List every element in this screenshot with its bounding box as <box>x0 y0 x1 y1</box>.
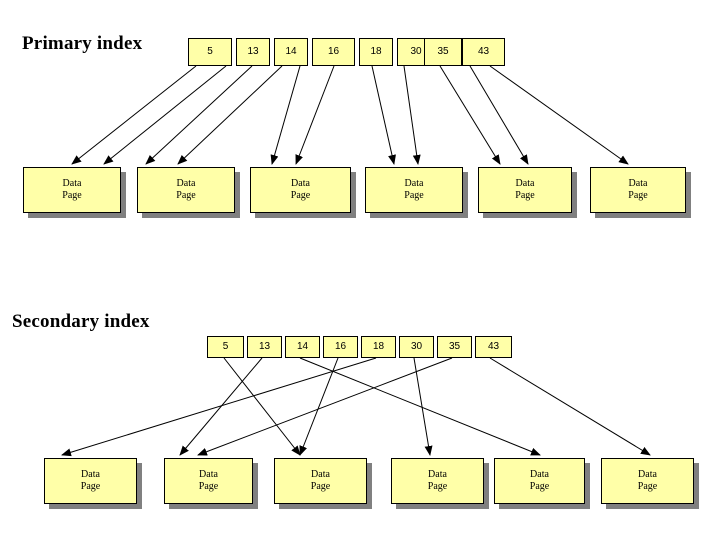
page-label-line2: Page <box>290 190 311 201</box>
page-label-line1: Data <box>404 177 424 189</box>
page-label-line1: Data <box>638 468 657 480</box>
page-label-line1: Data <box>199 468 218 480</box>
secondary-index-arrow <box>179 357 263 456</box>
secondary-index-arrow <box>197 357 453 456</box>
page-label-line1: Data <box>62 177 82 189</box>
page-label-line1: Data <box>530 468 549 480</box>
secondary-index-key-cell[interactable]: 5 <box>207 336 244 358</box>
primary-index-arrow <box>403 65 421 165</box>
primary-index-key-cell[interactable]: 35 <box>424 38 462 66</box>
page-label-line2: Page <box>176 190 196 201</box>
primary-index-key-cell[interactable]: 14 <box>274 38 308 66</box>
secondary-index-arrow <box>489 357 651 456</box>
primary-index-arrow <box>71 65 197 165</box>
page-label-line2: Page <box>427 481 448 492</box>
primary-index-key-cell[interactable]: 13 <box>236 38 270 66</box>
secondary-index-arrows <box>61 357 651 457</box>
secondary-index-key-cell[interactable]: 16 <box>323 336 358 358</box>
secondary-index-key-cell[interactable]: 35 <box>437 336 472 358</box>
primary-index-arrow <box>371 65 396 165</box>
page-label-line1: Data <box>311 468 330 480</box>
page-label-line2: Page <box>80 481 101 492</box>
secondary-index-key-cell[interactable]: 13 <box>247 336 282 358</box>
primary-index-key-cell[interactable]: 16 <box>312 38 355 66</box>
secondary-index-arrow <box>299 357 541 456</box>
page-label-line2: Page <box>310 481 331 492</box>
secondary-index-arrow <box>223 357 301 456</box>
page-label-line2: Page <box>404 190 424 201</box>
primary-index-arrow <box>439 65 501 165</box>
secondary-index-key-cell[interactable]: 18 <box>361 336 396 358</box>
page-label-line1: Data <box>291 177 310 189</box>
secondary-index-title: Secondary index <box>12 311 150 332</box>
secondary-index-arrow <box>299 357 339 456</box>
page-label-line1: Data <box>628 177 648 189</box>
page-label-line2: Page <box>515 190 535 201</box>
primary-index-arrow <box>489 65 629 165</box>
primary-index-arrow <box>469 65 529 165</box>
page-label-line2: Page <box>62 190 82 201</box>
page-label-line2: Page <box>529 481 550 492</box>
secondary-index-key-cell[interactable]: 30 <box>399 336 434 358</box>
primary-index-title: Primary index <box>22 33 143 54</box>
page-label-line1: Data <box>81 468 100 480</box>
page-label-line1: Data <box>176 177 196 189</box>
primary-index-key-cell[interactable]: 5 <box>188 38 232 66</box>
primary-index-arrow <box>145 65 253 165</box>
page-label-line2: Page <box>637 481 658 492</box>
page-label-line2: Page <box>628 190 648 201</box>
primary-index-arrow <box>103 65 227 165</box>
primary-index-arrow <box>270 65 301 165</box>
primary-index-arrows <box>71 65 629 165</box>
secondary-index-arrow <box>61 357 377 457</box>
primary-index-key-cell[interactable]: 18 <box>359 38 393 66</box>
primary-index-key-cell[interactable]: 43 <box>462 38 505 66</box>
secondary-index-key-cell[interactable]: 14 <box>285 336 320 358</box>
page-label-line2: Page <box>198 481 219 492</box>
primary-index-arrow <box>295 65 335 165</box>
page-label-line1: Data <box>428 468 447 480</box>
page-label-line1: Data <box>515 177 535 189</box>
secondary-index-arrow <box>413 357 433 456</box>
secondary-index-key-cell[interactable]: 43 <box>475 336 512 358</box>
primary-index-arrow <box>177 65 283 165</box>
